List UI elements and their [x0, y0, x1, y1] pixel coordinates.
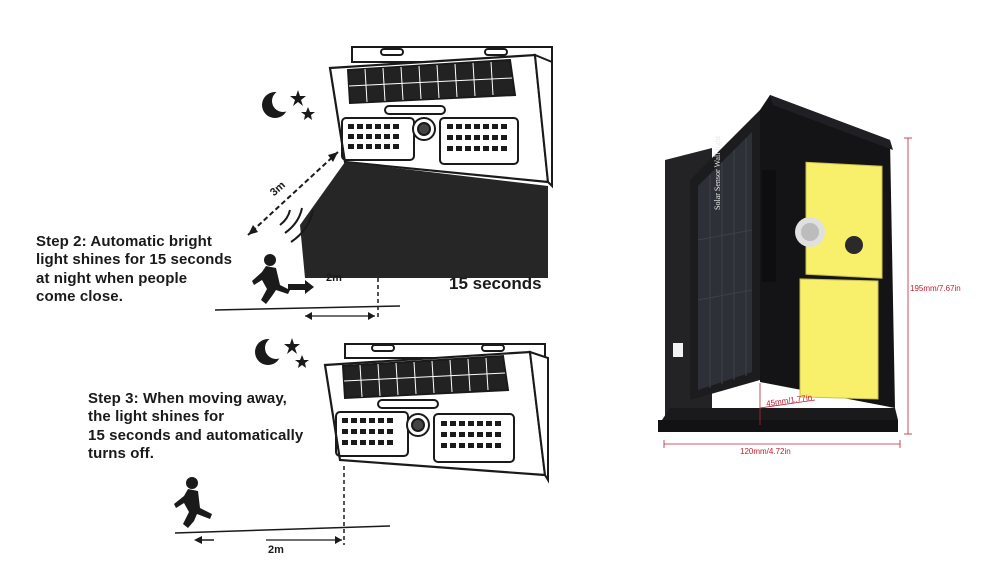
step2-line1: Step 2: Automatic bright	[36, 233, 213, 250]
ground-line	[174, 525, 391, 534]
product-side-print: Solar Sensor Wall light	[713, 135, 722, 210]
running-person-icon	[252, 254, 290, 304]
led-dots-top	[348, 124, 507, 151]
step2-caption: Step 2: Automatic bright light shines fo…	[36, 233, 232, 306]
duration-label: 15 seconds	[449, 274, 542, 293]
sensor-waves-icon	[279, 207, 314, 243]
lamp-bottom	[323, 343, 549, 484]
step2-line3: at night when people	[36, 269, 188, 287]
running-person-icon	[174, 477, 212, 528]
ground-line	[214, 305, 401, 311]
step3-line2: the light shines for	[88, 408, 225, 426]
width-dimension: 120mm/4.72in	[740, 447, 791, 456]
step3-line1: Step 3: When moving away,	[88, 390, 287, 407]
step3-line4: turns off.	[88, 444, 154, 462]
moon-icon	[255, 337, 287, 365]
step2-line2: light shines for 15 seconds	[36, 251, 233, 269]
step2-line4: come close.	[36, 287, 123, 305]
range-label-2m-bottom: 2m	[268, 544, 284, 556]
moon-icon	[262, 90, 294, 118]
height-dimension: 195mm/7.67in	[910, 284, 961, 293]
star-icon	[284, 338, 309, 368]
star-icon	[290, 90, 315, 120]
sensor-range-line	[247, 151, 339, 236]
cob-led-panel	[799, 278, 879, 400]
step3-caption: Step 3: When moving away, the light shin…	[88, 390, 303, 463]
product-photo	[658, 95, 912, 448]
range-label-2m-top: 2m	[326, 272, 342, 284]
step3-line3: 15 seconds and automatically	[88, 426, 304, 444]
light-beam	[300, 162, 548, 278]
led-dots-bottom	[342, 418, 501, 448]
